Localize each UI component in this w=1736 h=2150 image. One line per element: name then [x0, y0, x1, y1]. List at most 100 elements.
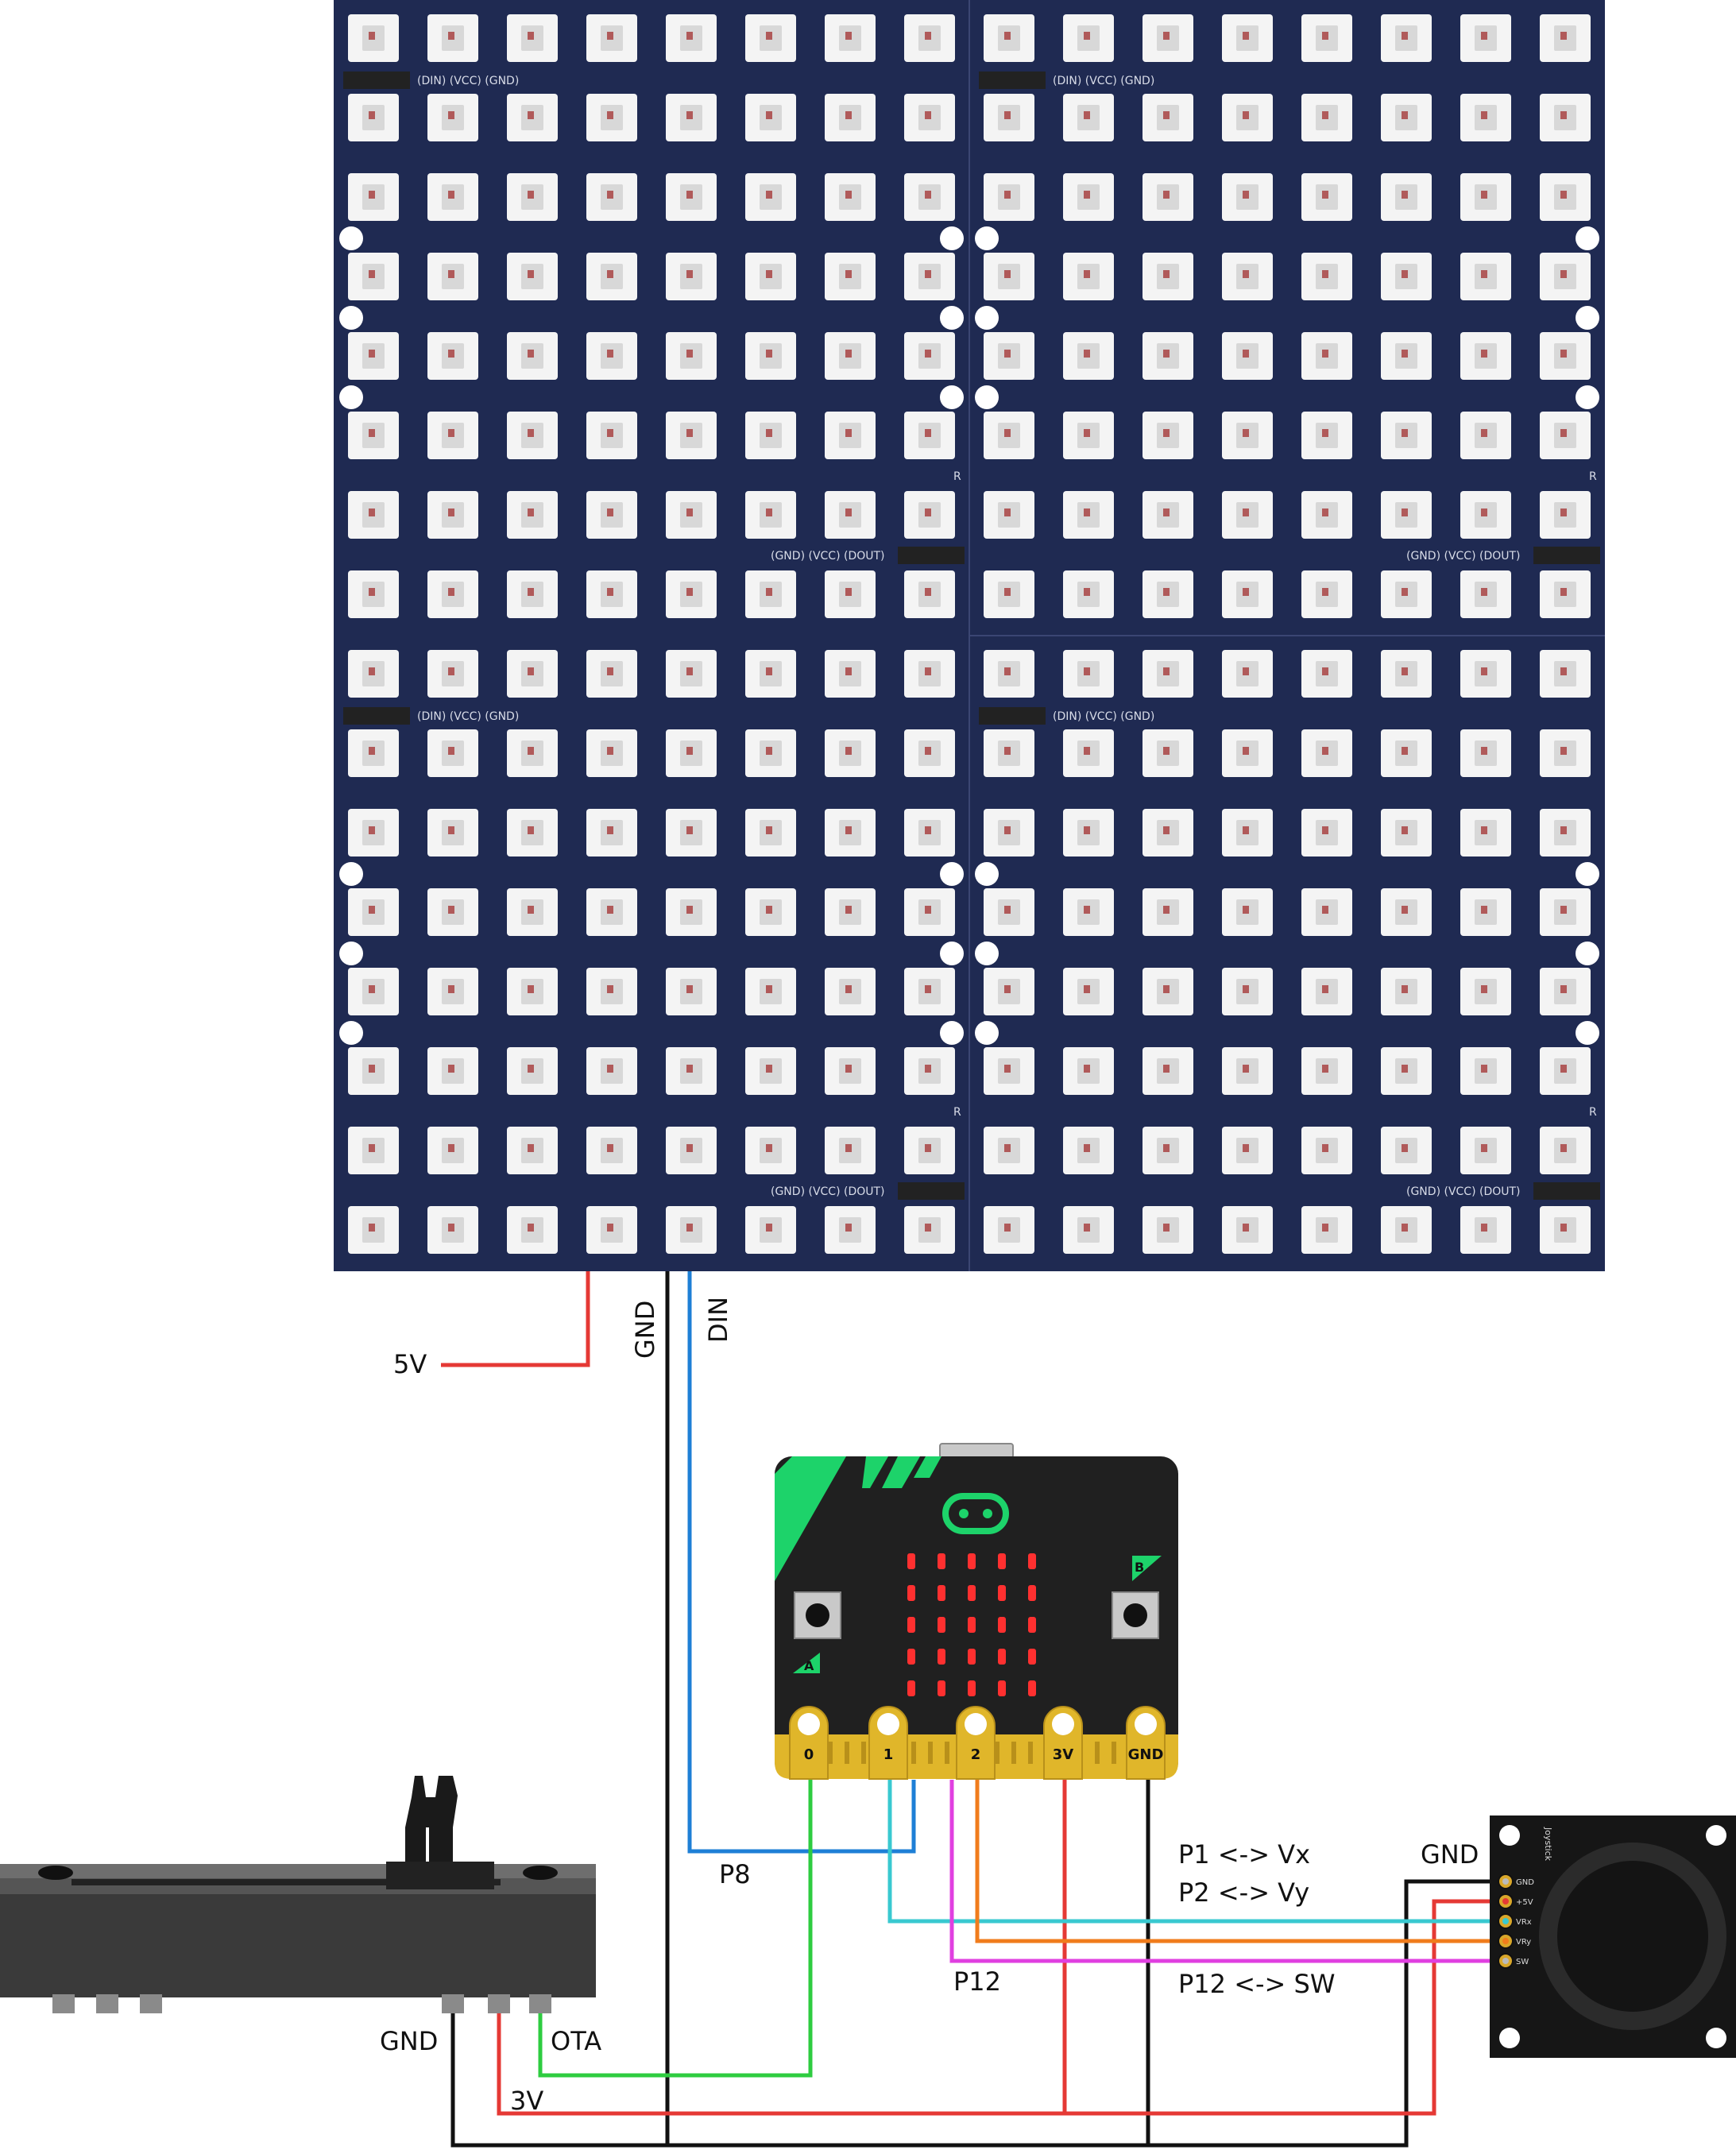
slider-knob[interactable]: [386, 1776, 494, 1889]
led-cell: [904, 94, 955, 141]
label-joy-gnd: GND: [1421, 1839, 1479, 1870]
led-cell: [1540, 1127, 1591, 1174]
led-cell: [1222, 888, 1273, 936]
led-cell: [1381, 412, 1432, 459]
wire-sw: [949, 1780, 1506, 1963]
led-cell: [507, 412, 558, 459]
microbit-pin-0[interactable]: 0: [789, 1706, 829, 1780]
button-b[interactable]: [1112, 1591, 1159, 1639]
joystick-pin-label: VRx: [1516, 1918, 1532, 1927]
led-cell: [745, 94, 796, 141]
led-cell: [1540, 809, 1591, 857]
led-cell: [984, 253, 1034, 300]
led-cell: [1143, 570, 1193, 618]
led-cell: [427, 253, 478, 300]
led-cell: [1381, 1206, 1432, 1254]
led-cell: [1381, 809, 1432, 857]
led-cell: [507, 173, 558, 221]
usb-connector: [939, 1443, 1014, 1459]
led-cell: [1460, 729, 1511, 777]
led-cell: [1222, 491, 1273, 539]
led-cell: [825, 570, 876, 618]
label-p12: P12: [953, 1966, 1001, 1997]
led-cell: [1540, 650, 1591, 698]
microbit-led: [938, 1553, 945, 1569]
joystick-pin-gnd[interactable]: GND: [1498, 1874, 1534, 1889]
led-cell: [427, 888, 478, 936]
led-cell: [1381, 94, 1432, 141]
led-cell: [348, 729, 399, 777]
led-cell: [1063, 173, 1114, 221]
microbit-pin-gnd[interactable]: GND: [1126, 1706, 1166, 1780]
led-cell: [507, 650, 558, 698]
panel-logo-mark: R: [1589, 1106, 1597, 1119]
joystick-pin-label: GND: [1516, 1878, 1534, 1887]
button-a-label: A: [804, 1658, 814, 1673]
microbit-pin-1[interactable]: 1: [868, 1706, 908, 1780]
led-cell: [1301, 94, 1352, 141]
led-cell: [507, 809, 558, 857]
led-cell: [1143, 1127, 1193, 1174]
microbit-pin-label: 0: [804, 1746, 814, 1763]
led-cell: [1063, 1127, 1114, 1174]
led-cell: [348, 14, 399, 62]
led-cell: [1301, 729, 1352, 777]
panel-header-tr-out: (GND) (VCC) (DOUT): [1406, 547, 1600, 564]
led-cell: [1381, 888, 1432, 936]
mounting-hole: [975, 1021, 999, 1045]
led-cell: [666, 729, 717, 777]
wire-gnd-bus: [450, 1879, 1506, 2148]
mounting-hole: [940, 1021, 964, 1045]
led-cell: [586, 729, 637, 777]
microbit-led-grid: [907, 1553, 1036, 1696]
microbit-led: [1028, 1617, 1036, 1633]
mounting-hole: [975, 385, 999, 409]
joystick-pin-vrx[interactable]: VRx: [1498, 1913, 1532, 1929]
joystick-pin-vry[interactable]: VRy: [1498, 1933, 1531, 1949]
microbit-pin-3v[interactable]: 3V: [1043, 1706, 1083, 1780]
label-5v: 5V: [393, 1349, 427, 1379]
label-din: DIN: [703, 1297, 733, 1343]
panel-input-label: (DIN) (VCC) (GND): [417, 75, 519, 87]
led-cell: [348, 809, 399, 857]
led-cell: [1301, 888, 1352, 936]
microbit-led: [998, 1680, 1006, 1696]
led-cell: [1222, 809, 1273, 857]
joystick-pin-label: +5V: [1516, 1898, 1533, 1907]
led-cell: [1540, 14, 1591, 62]
led-cell: [1381, 1047, 1432, 1095]
led-cell: [745, 14, 796, 62]
led-cell: [825, 14, 876, 62]
led-cell: [1460, 94, 1511, 141]
led-cell: [984, 1206, 1034, 1254]
led-cell: [1143, 173, 1193, 221]
led-cell: [1222, 650, 1273, 698]
led-cell: [745, 570, 796, 618]
microbit-pin-2[interactable]: 2: [956, 1706, 996, 1780]
led-cell: [1460, 888, 1511, 936]
microbit-pin-label: 1: [883, 1746, 894, 1763]
slide-potentiometer: [0, 1776, 596, 2013]
panel-header-tr-in: (DIN) (VCC) (GND): [979, 72, 1154, 89]
led-cell: [1460, 1127, 1511, 1174]
led-cell: [1063, 1047, 1114, 1095]
joystick-stick[interactable]: [1539, 1843, 1726, 2030]
led-cell: [1222, 14, 1273, 62]
joystick-pin-5v[interactable]: +5V: [1498, 1893, 1533, 1909]
led-cell: [1540, 253, 1591, 300]
led-cell: [586, 14, 637, 62]
joystick-pin-sw[interactable]: SW: [1498, 1953, 1529, 1969]
led-cell: [586, 968, 637, 1015]
led-cell: [1540, 412, 1591, 459]
led-cell: [1301, 1206, 1352, 1254]
led-cell: [1460, 173, 1511, 221]
led-cell: [1301, 14, 1352, 62]
button-a[interactable]: [794, 1591, 841, 1639]
led-cell: [666, 14, 717, 62]
mounting-hole: [1576, 385, 1599, 409]
led-cell: [666, 173, 717, 221]
led-cell: [666, 1206, 717, 1254]
led-cell: [825, 1127, 876, 1174]
led-cell: [1301, 173, 1352, 221]
led-cell: [348, 94, 399, 141]
